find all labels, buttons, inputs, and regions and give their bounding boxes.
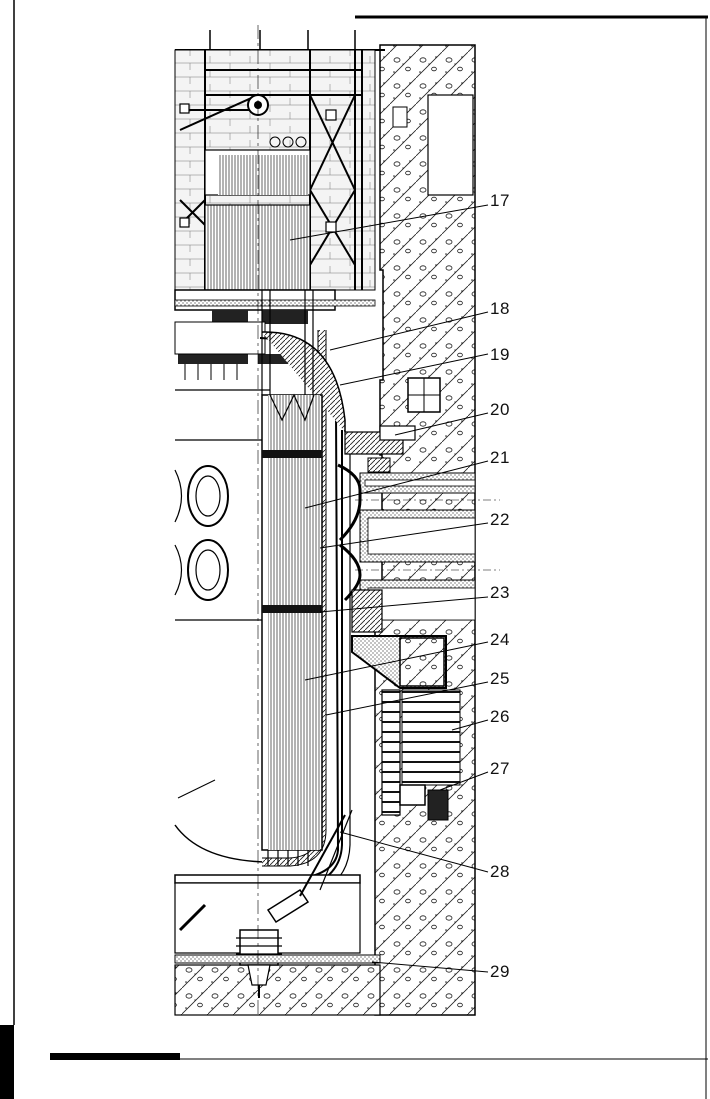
callout-29: 29 [490, 962, 510, 981]
callout-28: 28 [490, 862, 510, 881]
callout-23: 23 [490, 583, 510, 602]
callout-24: 24 [490, 630, 510, 649]
callout-18: 18 [490, 299, 510, 318]
callout-17: 17 [490, 191, 510, 210]
callout-20: 20 [490, 400, 510, 419]
callout-27: 27 [490, 759, 510, 778]
callout-26: 26 [490, 707, 510, 726]
callout-19: 19 [490, 345, 510, 364]
callout-25: 25 [490, 669, 510, 688]
callout-21: 21 [490, 448, 510, 467]
callout-22: 22 [490, 510, 510, 529]
